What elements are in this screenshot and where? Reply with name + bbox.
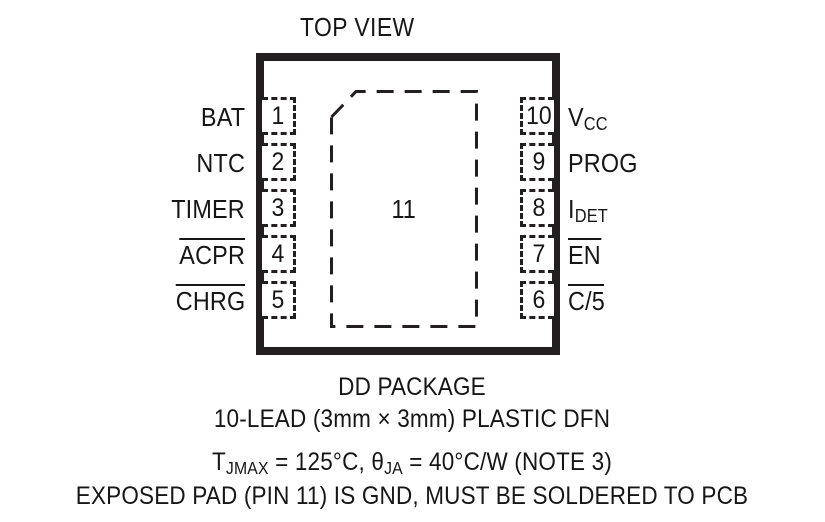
pin-label-bat: BAT	[200, 102, 245, 132]
pin-label-prog: PROG	[568, 148, 638, 178]
pin-label-idet: IDET	[568, 194, 608, 226]
pin-pad-2: 2	[262, 143, 296, 181]
top-view-title: TOP VIEW	[300, 12, 415, 42]
pin-pad-7: 7	[520, 235, 554, 273]
caption-lead-description: 10-LEAD (3mm × 3mm) PLASTIC DFN	[213, 405, 611, 433]
package-body-outline	[256, 53, 560, 355]
pin-label-timer: TIMER	[171, 194, 245, 224]
pin-label-acpr: ACPR	[179, 237, 246, 270]
pin-pad-6: 6	[520, 281, 554, 319]
caption-thermal-spec: TJMAX = 125°C, θJA = 40°C/W (NOTE 3)	[211, 448, 613, 478]
exposed-pad-outline	[330, 90, 478, 328]
caption-package-name: DD PACKAGE	[338, 373, 486, 401]
pin-label-c-over-5: C/5	[568, 283, 605, 316]
pin-pad-9: 9	[520, 143, 554, 181]
exposed-pad-number: 11	[391, 194, 416, 224]
caption-exposed-pad-note: EXPOSED PAD (PIN 11) IS GND, MUST BE SOL…	[75, 482, 749, 510]
pin-label-chrg: CHRG	[175, 283, 246, 316]
pin-pad-1: 1	[262, 97, 296, 135]
pin-pad-10: 10	[520, 97, 554, 135]
pin-pad-8: 8	[520, 189, 554, 227]
pin-pad-4: 4	[262, 235, 296, 273]
pin-pad-3: 3	[262, 189, 296, 227]
pin-pad-5: 5	[262, 281, 296, 319]
pin-label-ntc: NTC	[196, 148, 245, 178]
pin-label-en: EN	[568, 237, 601, 270]
pin-label-vcc: VCC	[568, 102, 608, 134]
